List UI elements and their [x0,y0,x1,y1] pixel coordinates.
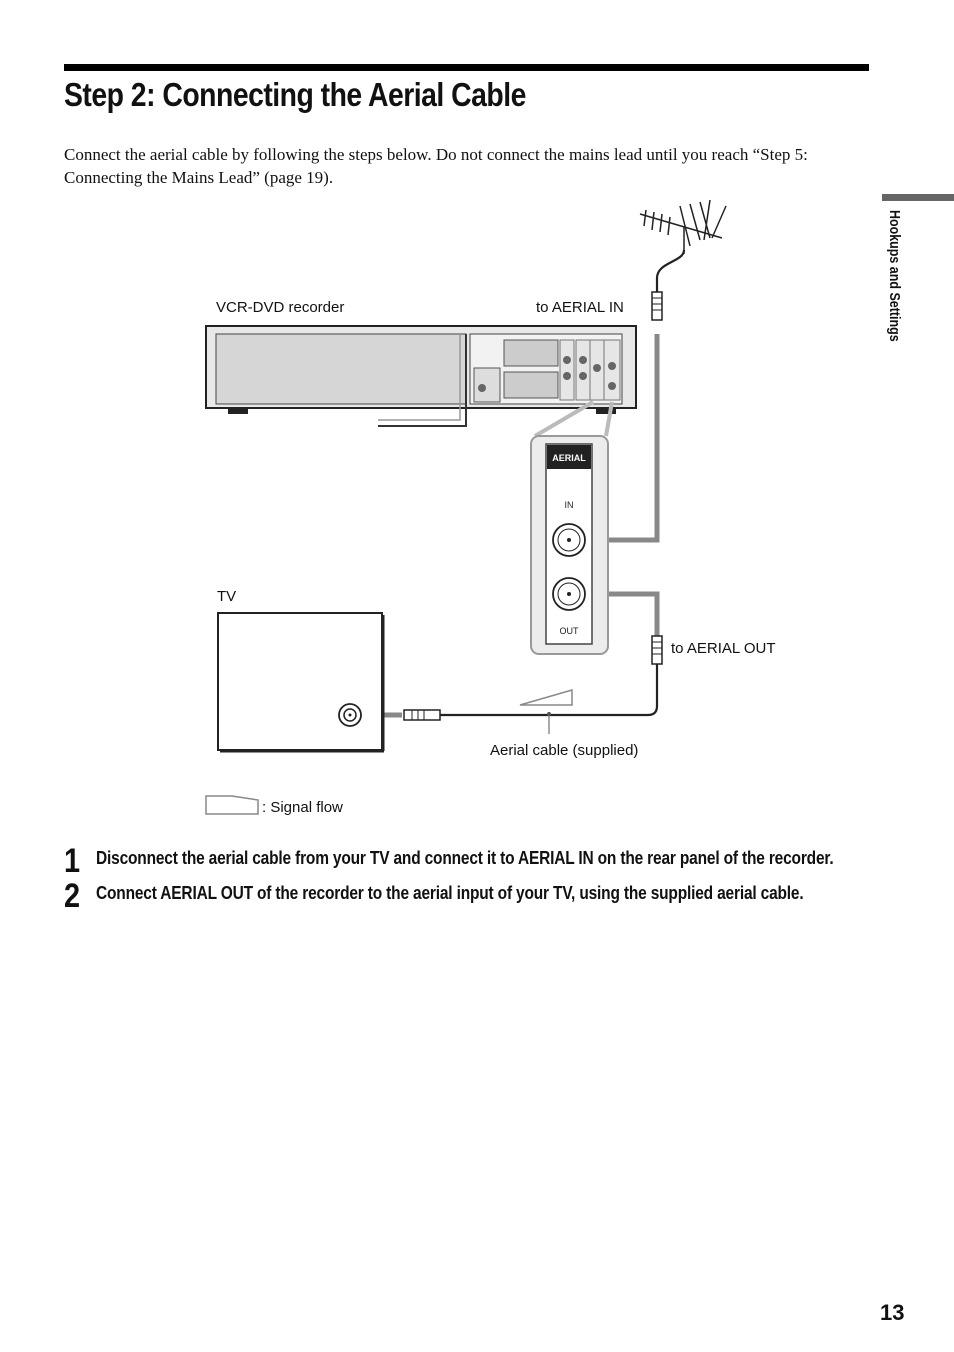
connection-diagram: AERIAL IN OUT [205,199,775,816]
label-aerial-cable: Aerial cable (supplied) [490,742,638,759]
panel-out-label: OUT [560,626,580,636]
aerial-panel-closeup: AERIAL IN OUT [530,435,609,655]
signal-path-out [597,591,660,636]
step-item: 2 Connect AERIAL OUT of the recorder to … [64,877,874,915]
label-aerial-out: to AERIAL OUT [671,640,775,657]
supplied-aerial-cable [440,664,659,717]
section-tab-label: Hookups and Settings [886,210,902,342]
section-tab-bar [882,194,954,201]
step-text: Connect AERIAL OUT of the recorder to th… [96,883,804,903]
page-title: Step 2: Connecting the Aerial Cable [64,76,526,113]
step-number: 1 [64,842,81,880]
step-text: Disconnect the aerial cable from your TV… [96,848,834,868]
tv-set [217,612,385,753]
aerial-in-plug-icon [651,291,663,321]
aerial-antenna-icon [639,199,727,254]
label-aerial-in: to AERIAL IN [536,299,624,316]
label-recorder: VCR-DVD recorder [216,299,344,316]
label-tv: TV [217,588,236,605]
signal-flow-arrow-icon [519,689,573,734]
aerial-in-jack-icon [552,523,586,557]
antenna-cable [655,249,686,292]
signal-path-in [596,334,660,543]
intro-paragraph: Connect the aerial cable by following th… [64,145,808,187]
step-item: 1 Disconnect the aerial cable from your … [64,842,874,880]
zoom-line-right [604,401,614,437]
aerial-out-plug-icon [651,635,663,665]
panel-aerial-heading: AERIAL [552,453,586,463]
vcr-dvd-recorder [205,325,637,427]
signal-flow-legend-icon [205,795,259,815]
zoom-line-left [533,400,595,438]
step-number: 2 [64,877,81,915]
label-signal-flow: : Signal flow [262,799,343,816]
steps-list: 1 Disconnect the aerial cable from your … [64,842,874,916]
tv-plug-icon [403,709,441,721]
panel-in-label: IN [565,500,574,510]
page-number: 13 [880,1300,905,1325]
top-rule [64,64,869,71]
aerial-out-jack-icon [552,577,586,611]
